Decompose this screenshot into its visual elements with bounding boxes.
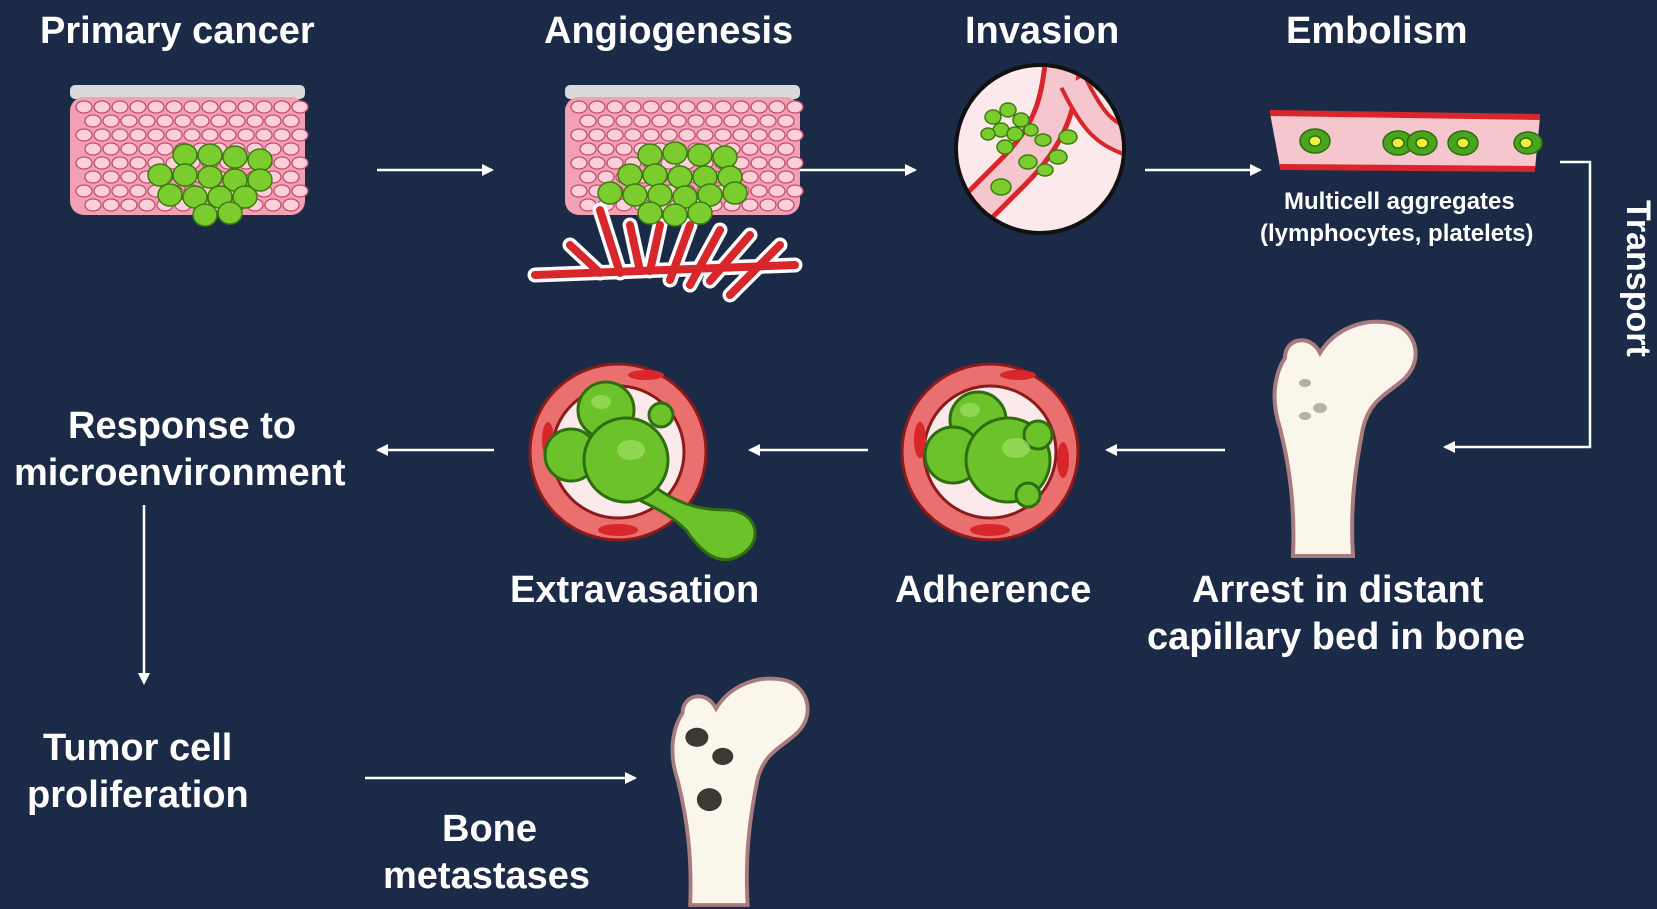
adherence-label: Adherence: [895, 567, 1091, 613]
extravasation-illustration: [526, 360, 786, 580]
bone-metastases-label-line2: metastases: [383, 853, 590, 899]
proliferation-label-line1: Tumor cell: [43, 725, 232, 771]
bone-metastases-label-line1: Bone: [442, 806, 537, 852]
bone-metastases-illustration: [660, 675, 820, 905]
invasion-label: Invasion: [965, 8, 1119, 54]
transport-label: Transport: [1618, 200, 1657, 357]
embolism-note-line1: Multicell aggregates: [1284, 186, 1515, 217]
response-label-line1: Response to: [68, 403, 296, 449]
angiogenesis-illustration: [530, 85, 815, 305]
embolism-vessel-illustration: [1270, 113, 1550, 173]
arrest-label-line1: Arrest in distant: [1192, 567, 1483, 613]
primary-cancer-label: Primary cancer: [40, 8, 315, 54]
embolism-note-line2: (lymphocytes, platelets): [1260, 218, 1533, 249]
primary-cancer-tissue-illustration: [65, 85, 310, 230]
angiogenesis-label: Angiogenesis: [544, 8, 793, 54]
response-label-line2: microenvironment: [14, 450, 346, 496]
bone-capillary-illustration: [1265, 318, 1425, 558]
proliferation-label-line2: proliferation: [27, 772, 249, 818]
embolism-label: Embolism: [1286, 8, 1468, 54]
invasion-illustration: [953, 62, 1128, 237]
adherence-illustration: [898, 360, 1083, 545]
arrest-label-line2: capillary bed in bone: [1147, 614, 1525, 660]
